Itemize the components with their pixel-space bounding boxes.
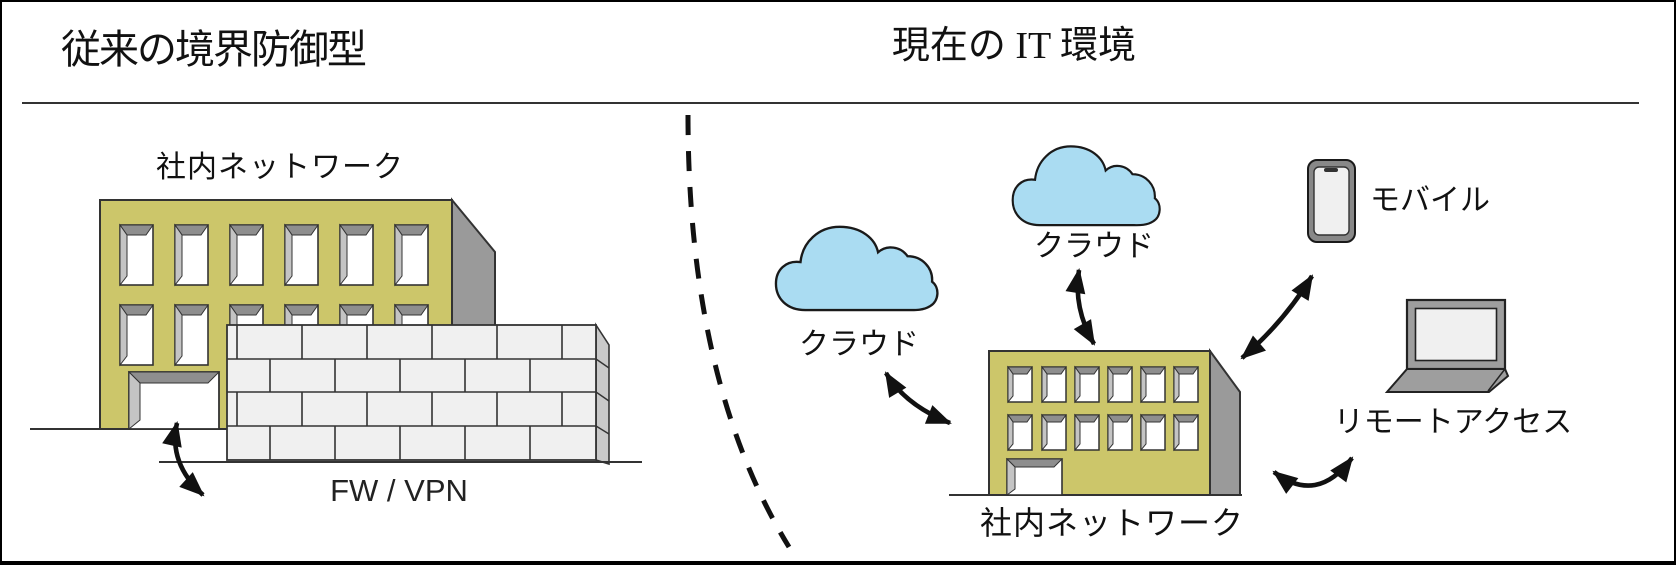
window-icon (1007, 366, 1033, 403)
remote-access-label: リモートアクセス (1333, 406, 1573, 439)
fw-vpn-double-arrow-icon (162, 421, 205, 497)
building-side-face (451, 197, 496, 333)
window-icon (1140, 414, 1166, 451)
cloud-network-arrow-icon (884, 371, 952, 426)
remote-network-arrow-icon (1272, 456, 1354, 494)
window-icon (119, 304, 154, 366)
window-icon (1007, 414, 1033, 451)
mobile-network-arrow-icon (1240, 274, 1314, 360)
internal-network-label: 社内ネットワーク (979, 505, 1245, 541)
cloud-label: クラウド (799, 328, 919, 361)
smartphone-icon (1307, 159, 1356, 243)
cloud-network-arrow-icon (1065, 268, 1096, 346)
cloud-icon (1011, 145, 1161, 227)
window-icon (394, 224, 429, 286)
window-icon (174, 304, 209, 366)
window-icon (284, 224, 319, 286)
window-icon (1041, 366, 1067, 403)
right-scene (774, 145, 1510, 496)
door (127, 370, 221, 431)
window-icon (1074, 414, 1100, 451)
window-icon (229, 224, 264, 286)
cloud-icon (774, 225, 939, 312)
dashed-divider-line (685, 114, 792, 549)
window-icon (1173, 414, 1199, 451)
left-scene (30, 197, 642, 497)
window-icon (1074, 366, 1100, 403)
left-panel-title: 従来の境界防御型 (61, 27, 367, 72)
office-building-icon (988, 347, 1241, 496)
internal-network-label: 社内ネットワーク (156, 151, 404, 184)
window-icon (1173, 366, 1199, 403)
window-icon (174, 224, 209, 286)
window-icon (1041, 414, 1067, 451)
fw-vpn-label: FW / VPN (330, 473, 468, 508)
mobile-label: モバイル (1370, 184, 1490, 217)
cloud-label: クラウド (1034, 230, 1154, 263)
window-icon (119, 224, 154, 286)
building-side-face (1209, 347, 1241, 496)
window-icon (1140, 366, 1166, 403)
right-panel-title: 現在の IT 環境 (891, 25, 1137, 67)
window-icon (1107, 366, 1133, 403)
laptop-icon (1384, 298, 1510, 393)
brick-wall-icon (226, 322, 610, 466)
door (1005, 457, 1064, 496)
window-icon (339, 224, 374, 286)
window-icon (1107, 414, 1133, 451)
